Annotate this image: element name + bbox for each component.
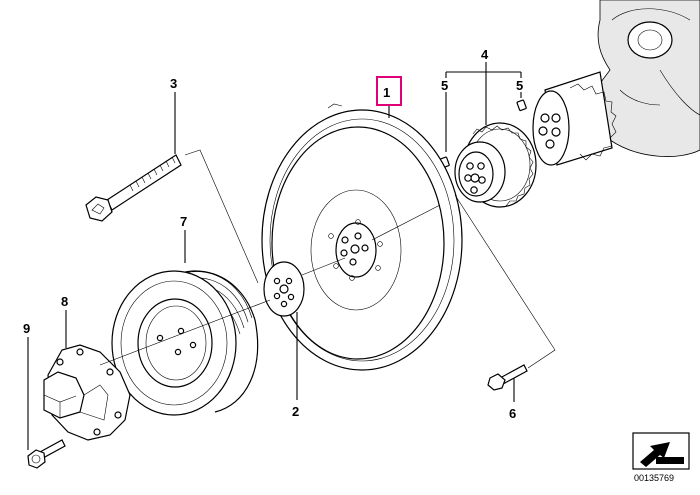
central-bolt xyxy=(85,154,182,222)
callout-5-left[interactable]: 5 xyxy=(441,78,448,93)
hub-plate xyxy=(263,261,305,317)
callout-3[interactable]: 3 xyxy=(170,76,177,91)
callout-5-right[interactable]: 5 xyxy=(516,78,523,93)
belt-pulley xyxy=(111,270,259,416)
callout-8[interactable]: 8 xyxy=(61,294,68,309)
diagram-id: 00135769 xyxy=(634,473,674,483)
callout-1[interactable]: 1 xyxy=(383,85,390,100)
sprocket-gear xyxy=(454,122,537,208)
leader-lines xyxy=(27,62,556,450)
crankshaft xyxy=(532,0,700,166)
diagram-id-badge: 00135769 xyxy=(632,432,690,483)
bolt-6 xyxy=(487,364,528,391)
bolt-9 xyxy=(27,439,66,469)
callout-4[interactable]: 4 xyxy=(481,47,489,62)
callout-6[interactable]: 6 xyxy=(509,406,516,421)
flywheel xyxy=(261,103,463,371)
callout-2[interactable]: 2 xyxy=(292,404,299,419)
dowel-pin-right xyxy=(516,99,527,112)
callout-9[interactable]: 9 xyxy=(23,321,30,336)
callout-1-highlight-box xyxy=(376,76,402,106)
arrow-icon xyxy=(640,442,670,467)
damper-hub xyxy=(43,344,131,441)
callout-7[interactable]: 7 xyxy=(180,214,187,229)
